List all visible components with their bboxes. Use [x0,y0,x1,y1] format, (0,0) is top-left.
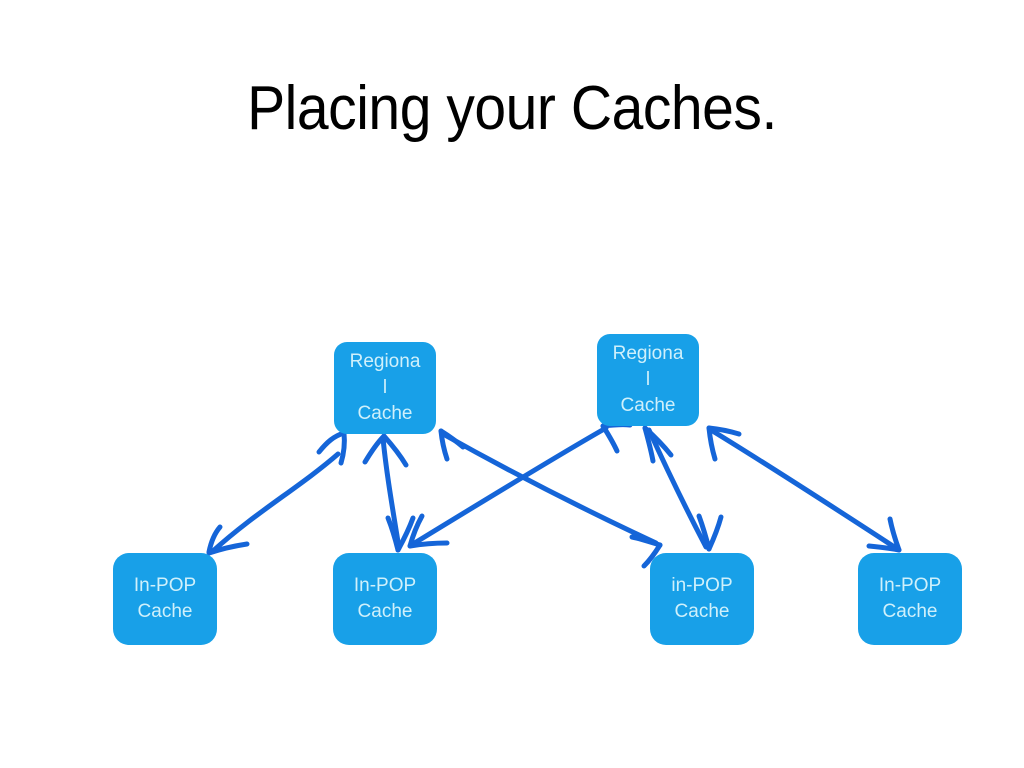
node-regional-cache-1[interactable]: Regiona l Cache [334,342,436,434]
node-label: In-POP Cache [353,575,417,622]
connector-regional2-to-pop4 [706,425,902,553]
node-label: in-POP Cache [671,575,733,622]
node-in-pop-cache-4[interactable]: In-POP Cache [858,553,962,645]
node-regional-cache-2[interactable]: Regiona l Cache [597,334,699,426]
connector-regional1-to-pop2 [362,433,416,553]
connector-regional1-to-pop3 [438,428,663,569]
node-label: Regiona l Cache [349,351,421,424]
node-label: In-POP Cache [133,575,197,622]
node-label: Regiona l Cache [612,343,684,416]
node-label: In-POP Cache [878,575,942,622]
connector-regional2-to-pop3 [642,425,724,552]
node-in-pop-cache-1[interactable]: In-POP Cache [113,553,217,645]
node-in-pop-cache-2[interactable]: In-POP Cache [333,553,437,645]
node-in-pop-cache-3[interactable]: in-POP Cache [650,553,754,645]
connector-regional1-to-pop1 [206,430,347,556]
connector-regional2-to-pop2 [407,422,633,549]
page-title: Placing your Caches. [247,74,777,143]
